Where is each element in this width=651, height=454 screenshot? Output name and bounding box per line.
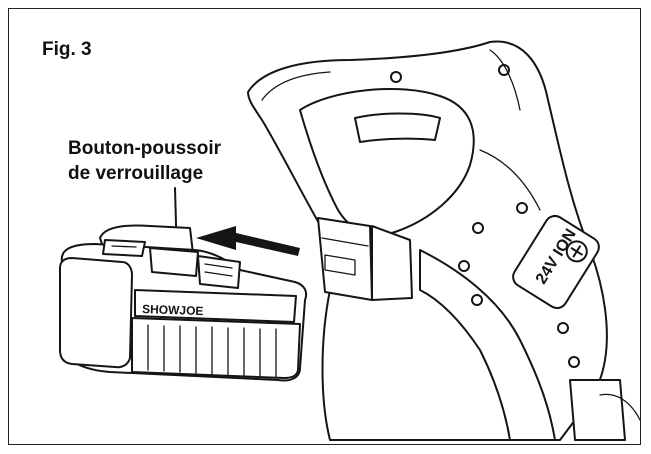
callout-line-2: de verrouillage <box>68 163 204 184</box>
handle-badge: 24V ION <box>512 214 600 310</box>
insert-arrow <box>196 226 300 256</box>
battery-pack: SHOWJOE <box>59 224 308 382</box>
battery-ribs <box>147 324 277 378</box>
trimmer-handle <box>247 40 641 441</box>
battery-brand-label: SHOWJOE <box>142 302 204 318</box>
figure-label: Fig. 3 <box>42 39 92 60</box>
lock-push-button <box>149 247 199 277</box>
callout-line-1: Bouton-poussoir <box>68 138 222 159</box>
